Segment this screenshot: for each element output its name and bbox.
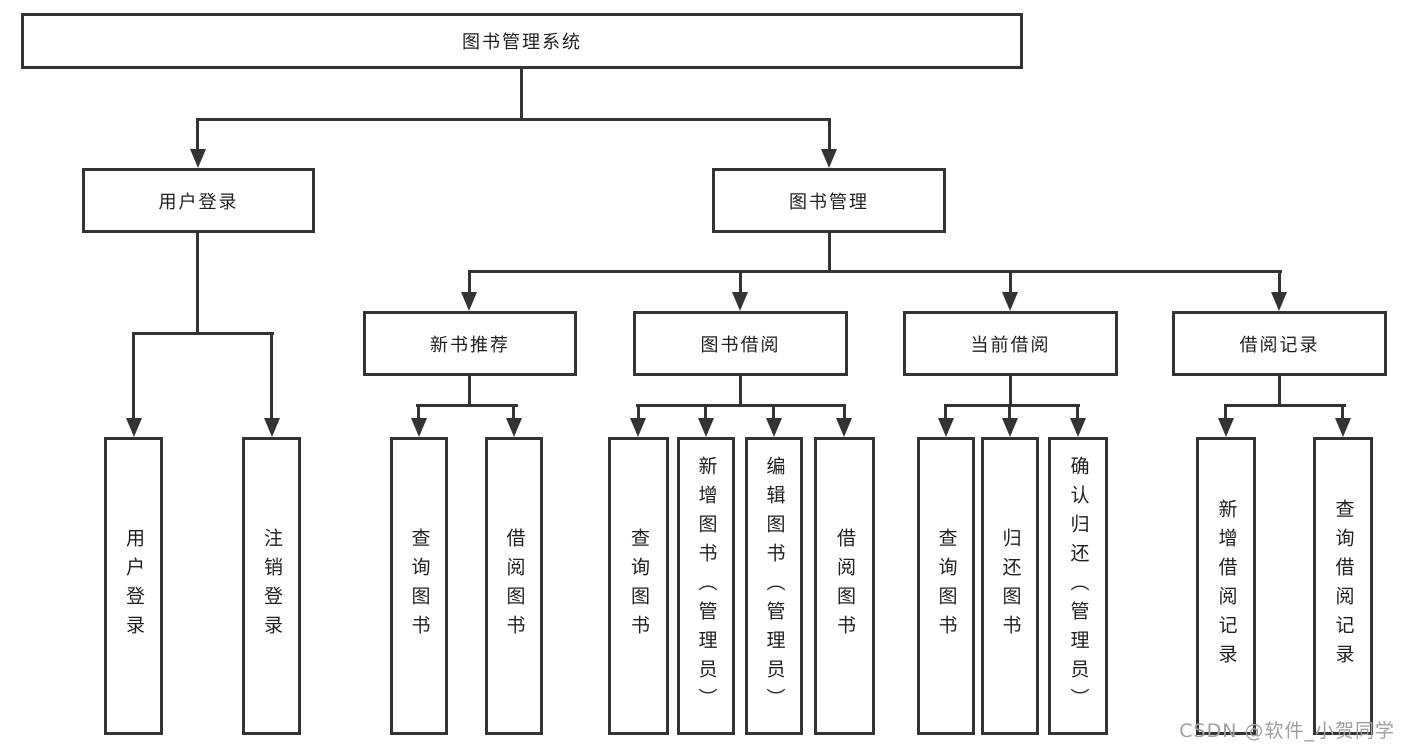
node-label: 新书推荐 — [430, 334, 510, 356]
arrow-down-icon — [821, 149, 837, 168]
arrow-down-icon — [1070, 418, 1086, 437]
arrow-down-icon — [1335, 418, 1351, 437]
connector-mgmt-stem — [828, 233, 831, 273]
node-current-borrow: 当前借阅 — [903, 311, 1118, 376]
connector-leaf-drop — [944, 404, 947, 418]
connector-leaf-drop — [1341, 404, 1344, 418]
arrow-down-icon — [506, 418, 522, 437]
leaf-confirm-return-admin: 确认归还（管理员） — [1048, 437, 1108, 735]
arrow-down-icon — [698, 418, 714, 437]
node-label: 当前借阅 — [970, 334, 1051, 356]
connector-level3-bar — [468, 270, 1282, 273]
connector-l3-drop — [739, 270, 742, 292]
node-label: 借阅记录 — [1239, 334, 1320, 356]
node-label: 新增图书（管理员） — [695, 455, 718, 717]
node-label: 新增借阅记录 — [1215, 499, 1238, 673]
connector-stem — [1278, 376, 1281, 407]
connector-book-mgmt-drop — [828, 118, 831, 150]
arrow-down-icon — [461, 292, 477, 311]
arrow-down-icon — [938, 418, 954, 437]
node-label: 查询借阅记录 — [1332, 499, 1355, 673]
connector-leaf-drop — [1076, 404, 1079, 418]
node-label: 注销登录 — [261, 528, 283, 644]
arrow-down-icon — [411, 418, 427, 437]
leaf-query-borrow-record: 查询借阅记录 — [1313, 437, 1373, 735]
leaf-add-borrow-record: 新增借阅记录 — [1196, 437, 1256, 735]
connector-bar — [944, 404, 1080, 407]
connector-l3-drop — [1009, 270, 1012, 292]
node-label: 编辑图书（管理员） — [763, 455, 786, 717]
connector-leaf-drop — [1224, 404, 1227, 418]
connector-leaf-drop — [132, 332, 135, 418]
arrow-down-icon — [1002, 292, 1018, 311]
arrow-down-icon — [126, 418, 142, 437]
connector-leaf-drop — [843, 404, 846, 418]
node-label: 归还图书 — [999, 528, 1022, 644]
connector-bar — [416, 404, 518, 407]
connector-bar — [1224, 404, 1346, 407]
arrow-down-icon — [630, 418, 646, 437]
arrow-down-icon — [836, 418, 852, 437]
connector-user-bar — [132, 332, 274, 335]
node-book-management: 图书管理 — [712, 168, 946, 233]
connector-leaf-drop — [512, 404, 515, 418]
leaf-borrow-books: 借阅图书 — [814, 437, 875, 735]
arrow-down-icon — [1271, 292, 1287, 311]
leaf-logout: 注销登录 — [242, 437, 301, 735]
connector-stem — [1009, 376, 1012, 407]
leaf-query-books-current: 查询图书 — [917, 437, 975, 735]
leaf-borrow-books-recommend: 借阅图书 — [485, 437, 543, 735]
connector-level2-bar — [196, 118, 831, 121]
leaf-query-books-borrow: 查询图书 — [608, 437, 669, 735]
arrow-down-icon — [1218, 418, 1234, 437]
leaf-user-login: 用户登录 — [104, 437, 163, 735]
node-book-borrow: 图书借阅 — [633, 311, 848, 376]
node-borrow-records: 借阅记录 — [1172, 311, 1387, 376]
connector-leaf-drop — [1008, 404, 1011, 418]
connector-stem — [468, 376, 471, 407]
connector-l3-drop — [1278, 270, 1281, 292]
node-label: 查询图书 — [935, 528, 958, 644]
node-label: 借阅图书 — [834, 528, 856, 644]
arrow-down-icon — [190, 149, 206, 168]
node-label: 查询图书 — [408, 528, 431, 644]
node-label: 图书管理系统 — [462, 32, 582, 53]
leaf-return-book: 归还图书 — [981, 437, 1039, 735]
connector-stem — [739, 376, 742, 407]
node-label: 借阅图书 — [503, 528, 526, 644]
node-label: 图书管理 — [789, 191, 869, 213]
arrow-down-icon — [732, 292, 748, 311]
leaf-query-books-recommend: 查询图书 — [390, 437, 448, 735]
connector-leaf-drop — [772, 404, 775, 418]
connector-root-stem — [520, 69, 523, 121]
csdn-watermark: CSDN @软件_小贺同学 — [1179, 720, 1395, 742]
node-user-login: 用户登录 — [82, 168, 315, 233]
connector-user-stem — [196, 233, 199, 334]
node-label: 确认归还（管理员） — [1067, 455, 1090, 717]
leaf-edit-book-admin: 编辑图书（管理员） — [745, 437, 803, 735]
connector-user-login-drop — [196, 118, 199, 150]
node-new-book-recommend: 新书推荐 — [363, 311, 577, 376]
node-label: 图书借阅 — [700, 334, 781, 356]
arrow-down-icon — [264, 418, 280, 437]
connector-l3-drop — [468, 270, 471, 292]
connector-bar — [636, 404, 846, 407]
node-label: 用户登录 — [123, 528, 145, 644]
node-root: 图书管理系统 — [21, 13, 1023, 69]
arrow-down-icon — [1002, 418, 1018, 437]
arrow-down-icon — [766, 418, 782, 437]
node-label: 查询图书 — [628, 528, 650, 644]
connector-leaf-drop — [417, 404, 420, 418]
connector-leaf-drop — [704, 404, 707, 418]
node-label: 用户登录 — [158, 191, 239, 213]
connector-leaf-drop — [270, 332, 273, 418]
leaf-add-book-admin: 新增图书（管理员） — [677, 437, 735, 735]
connector-leaf-drop — [637, 404, 640, 418]
